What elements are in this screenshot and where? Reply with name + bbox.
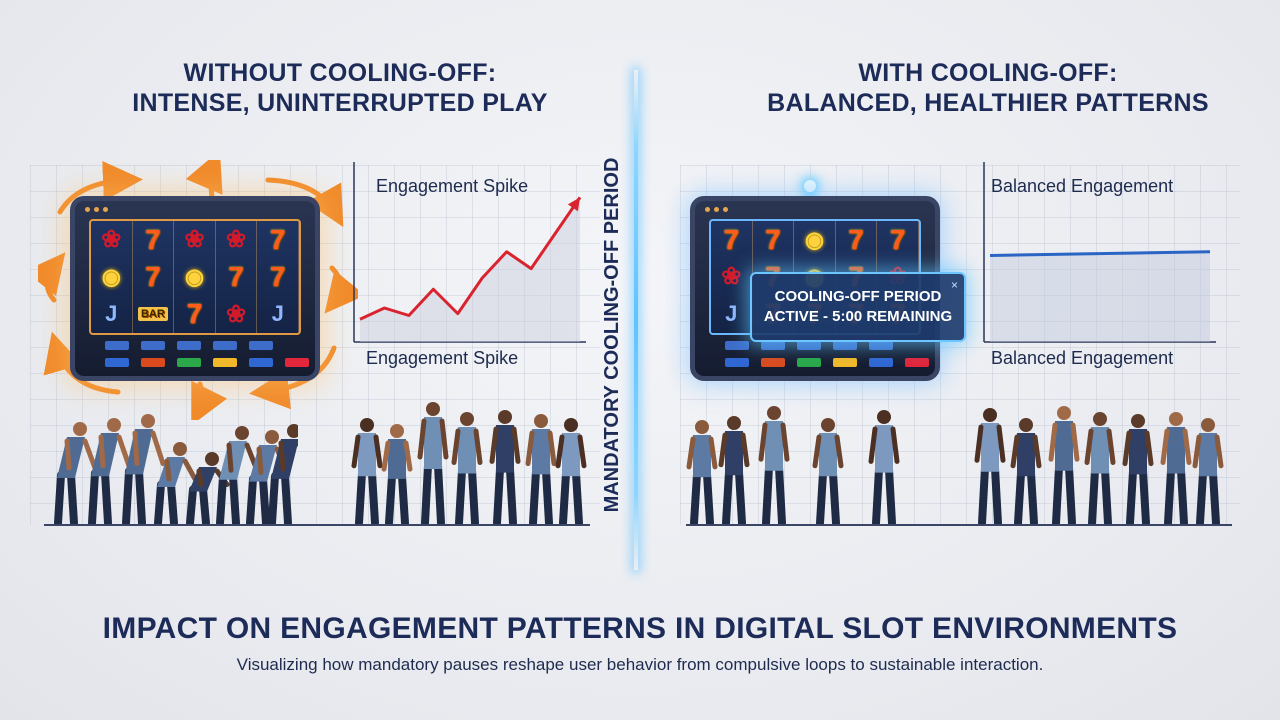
jack-symbol: J — [711, 295, 753, 333]
person-figure — [351, 418, 383, 525]
machine-buttons-top — [725, 341, 893, 350]
person-figure — [718, 416, 750, 525]
beam-glow-dot — [804, 180, 816, 192]
seven-symbol: 7 — [133, 258, 175, 296]
person-figure — [417, 402, 449, 525]
person-figure — [525, 414, 557, 525]
jack-symbol: J — [257, 295, 299, 333]
person-figure — [1010, 418, 1042, 525]
coin-icon: ◉ — [174, 258, 216, 296]
machine-indicator-lights — [85, 207, 108, 212]
right-panel-title: WITH COOLING-OFF: BALANCED, HEALTHIER PA… — [708, 58, 1268, 118]
person-figure — [489, 410, 521, 525]
person-figure — [451, 412, 483, 525]
cherry-icon: ❀ — [216, 221, 258, 259]
person-figure — [1160, 412, 1192, 525]
subtitle: Visualizing how mandatory pauses reshape… — [236, 655, 1044, 674]
seven-symbol: 7 — [133, 221, 175, 259]
crowd-standing-right-b — [974, 406, 1224, 525]
person-figure — [1084, 412, 1116, 525]
person-figure — [88, 418, 132, 525]
popup-line1: COOLING-OFF PERIOD — [774, 288, 942, 305]
machine-indicator-lights — [705, 207, 728, 212]
right-title-line2: BALANCED, HEALTHIER PATTERNS — [767, 89, 1209, 117]
jack-symbol: J — [91, 295, 133, 333]
person-figure — [868, 410, 900, 525]
person-figure — [974, 408, 1006, 525]
chart-label-top-left: Engagement Spike — [376, 176, 529, 196]
seven-symbol: 7 — [216, 258, 258, 296]
person-figure — [1192, 418, 1224, 525]
person-figure — [1122, 414, 1154, 525]
bar-symbol: BAR — [133, 295, 175, 333]
chart-engagement-spike — [353, 162, 586, 343]
machine-buttons-bottom — [725, 358, 929, 367]
ground-line-left — [44, 524, 590, 526]
person-figure — [812, 418, 844, 525]
person-figure — [381, 424, 413, 525]
seven-symbol: 7 — [753, 221, 795, 259]
cooling-off-popup: × COOLING-OFF PERIOD ACTIVE - 5:00 REMAI… — [750, 272, 966, 342]
left-panel-title: WITHOUT COOLING-OFF: INTENSE, UNINTERRUP… — [60, 58, 620, 118]
left-title-line1: WITHOUT COOLING-OFF: — [183, 59, 497, 87]
coin-icon: ◉ — [91, 258, 133, 296]
person-figure — [154, 442, 198, 525]
seven-symbol: 7 — [257, 258, 299, 296]
seven-symbol: 7 — [711, 221, 753, 259]
person-figure — [268, 424, 298, 525]
seven-symbol: 7 — [836, 221, 878, 259]
area-fill — [990, 251, 1210, 342]
cherry-icon: ❀ — [216, 295, 258, 333]
machine-buttons-top — [105, 341, 273, 350]
close-icon[interactable]: × — [950, 278, 958, 292]
chart-label-top-right: Balanced Engagement — [991, 176, 1174, 196]
seven-symbol: 7 — [257, 221, 299, 259]
seven-symbol: 7 — [174, 295, 216, 333]
chart-label-bottom-right: Balanced Engagement — [991, 348, 1174, 368]
divider-label: MANDATORY COOLING-OFF PERIOD — [601, 157, 623, 513]
person-figure — [758, 406, 790, 525]
arrowhead-icon — [567, 197, 580, 212]
left-title-line2: INTENSE, UNINTERRUPTED PLAY — [132, 89, 548, 117]
seven-symbol: 7 — [877, 221, 919, 259]
person-figure — [54, 422, 98, 525]
person-figure — [216, 426, 260, 525]
chart-label-bottom-left: Engagement Spike — [366, 348, 519, 368]
area-fill — [360, 197, 580, 342]
person-figure — [1048, 406, 1080, 525]
right-title-line1: WITH COOLING-OFF: — [858, 59, 1118, 87]
machine-buttons-bottom — [105, 358, 309, 367]
chart-balanced-engagement — [983, 162, 1216, 343]
cherry-icon: ❀ — [711, 258, 753, 296]
main-title: IMPACT ON ENGAGEMENT PATTERNS IN DIGITAL… — [102, 612, 1178, 645]
person-figure — [555, 418, 587, 525]
series-line — [989, 250, 1211, 257]
cherry-icon: ❀ — [174, 221, 216, 259]
crowd-hunched-players — [54, 414, 298, 525]
crowd-standing-left — [351, 402, 587, 525]
series-line — [359, 196, 582, 321]
ground-line-right — [686, 524, 1232, 526]
popup-line2: ACTIVE - 5:00 REMAINING — [763, 308, 953, 325]
coin-icon: ◉ — [794, 221, 836, 259]
cherry-icon: ❀ — [91, 221, 133, 259]
crowd-standing-right-a — [686, 406, 900, 525]
person-figure — [686, 420, 718, 525]
glowing-divider — [634, 70, 638, 570]
person-figure — [122, 414, 166, 525]
